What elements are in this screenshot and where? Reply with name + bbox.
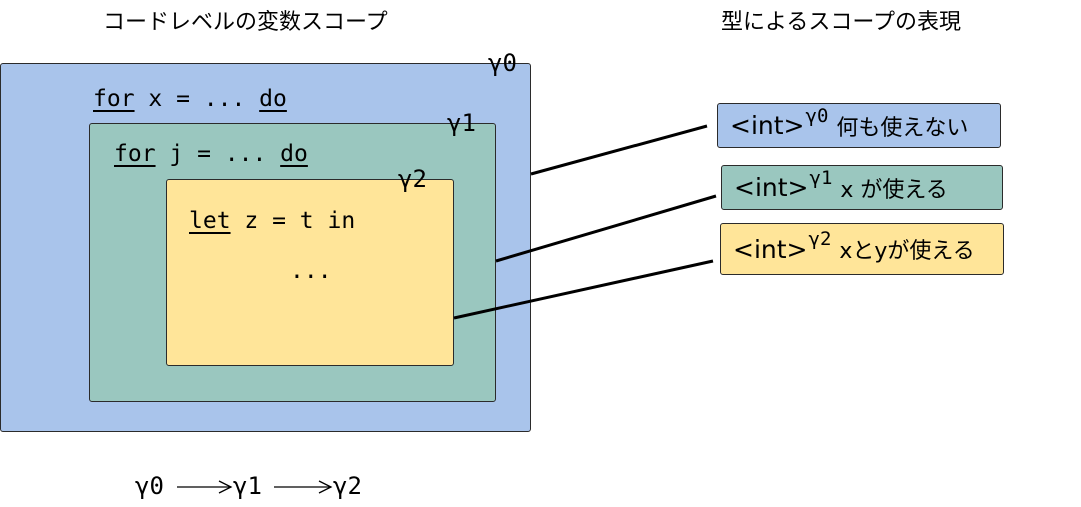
left-heading: コードレベルの変数スコープ (103, 10, 388, 35)
type-name: <int> (734, 173, 809, 202)
type-name: <int> (733, 234, 808, 264)
type-description: 何も使えない (836, 115, 969, 141)
chain-node-gamma1: γ1 (233, 472, 262, 500)
type-label-gamma1: <int>γ1 x が使える (721, 165, 1003, 210)
type-name: <int> (730, 111, 805, 140)
connector-line-gamma0 (530, 124, 708, 176)
chain-node-gamma0: γ0 (135, 472, 164, 500)
middle-code-line: for j = ... do (114, 141, 308, 167)
code-fragment: x = ... (134, 86, 260, 112)
type-description: x が使える (840, 177, 948, 203)
scope-box-inner (166, 179, 454, 366)
type-label-gamma2: <int>γ2 xとyが使える (720, 223, 1004, 275)
connector-line-gamma2 (453, 259, 714, 320)
chain-arrowhead-2 (318, 480, 333, 494)
for-keyword: for (114, 141, 156, 167)
type-label-gamma0: <int>γ0 何も使えない (717, 103, 1001, 148)
chain-node-gamma2: γ2 (333, 472, 362, 500)
gamma2-label: γ2 (398, 165, 427, 193)
type-superscript: γ0 (805, 104, 829, 127)
connector-line-gamma1 (495, 194, 717, 263)
gamma1-label: γ1 (447, 109, 476, 137)
for-keyword: for (93, 86, 135, 112)
do-keyword: do (259, 86, 287, 112)
type-superscript: γ1 (809, 166, 833, 189)
code-fragment: z = t in (230, 208, 356, 234)
let-keyword: let (189, 208, 231, 234)
outer-code-line: for x = ... do (93, 86, 287, 112)
type-superscript: γ2 (808, 228, 832, 250)
code-fragment: j = ... (155, 141, 281, 167)
inner-code-line: let z = t in (189, 208, 355, 234)
right-heading: 型によるスコープの表現 (721, 10, 962, 35)
chain-arrowhead-1 (218, 480, 233, 494)
inner-ellipsis: ... (290, 258, 332, 284)
gamma0-label: γ0 (488, 49, 517, 77)
do-keyword: do (280, 141, 308, 167)
type-description: xとyが使える (839, 239, 975, 264)
